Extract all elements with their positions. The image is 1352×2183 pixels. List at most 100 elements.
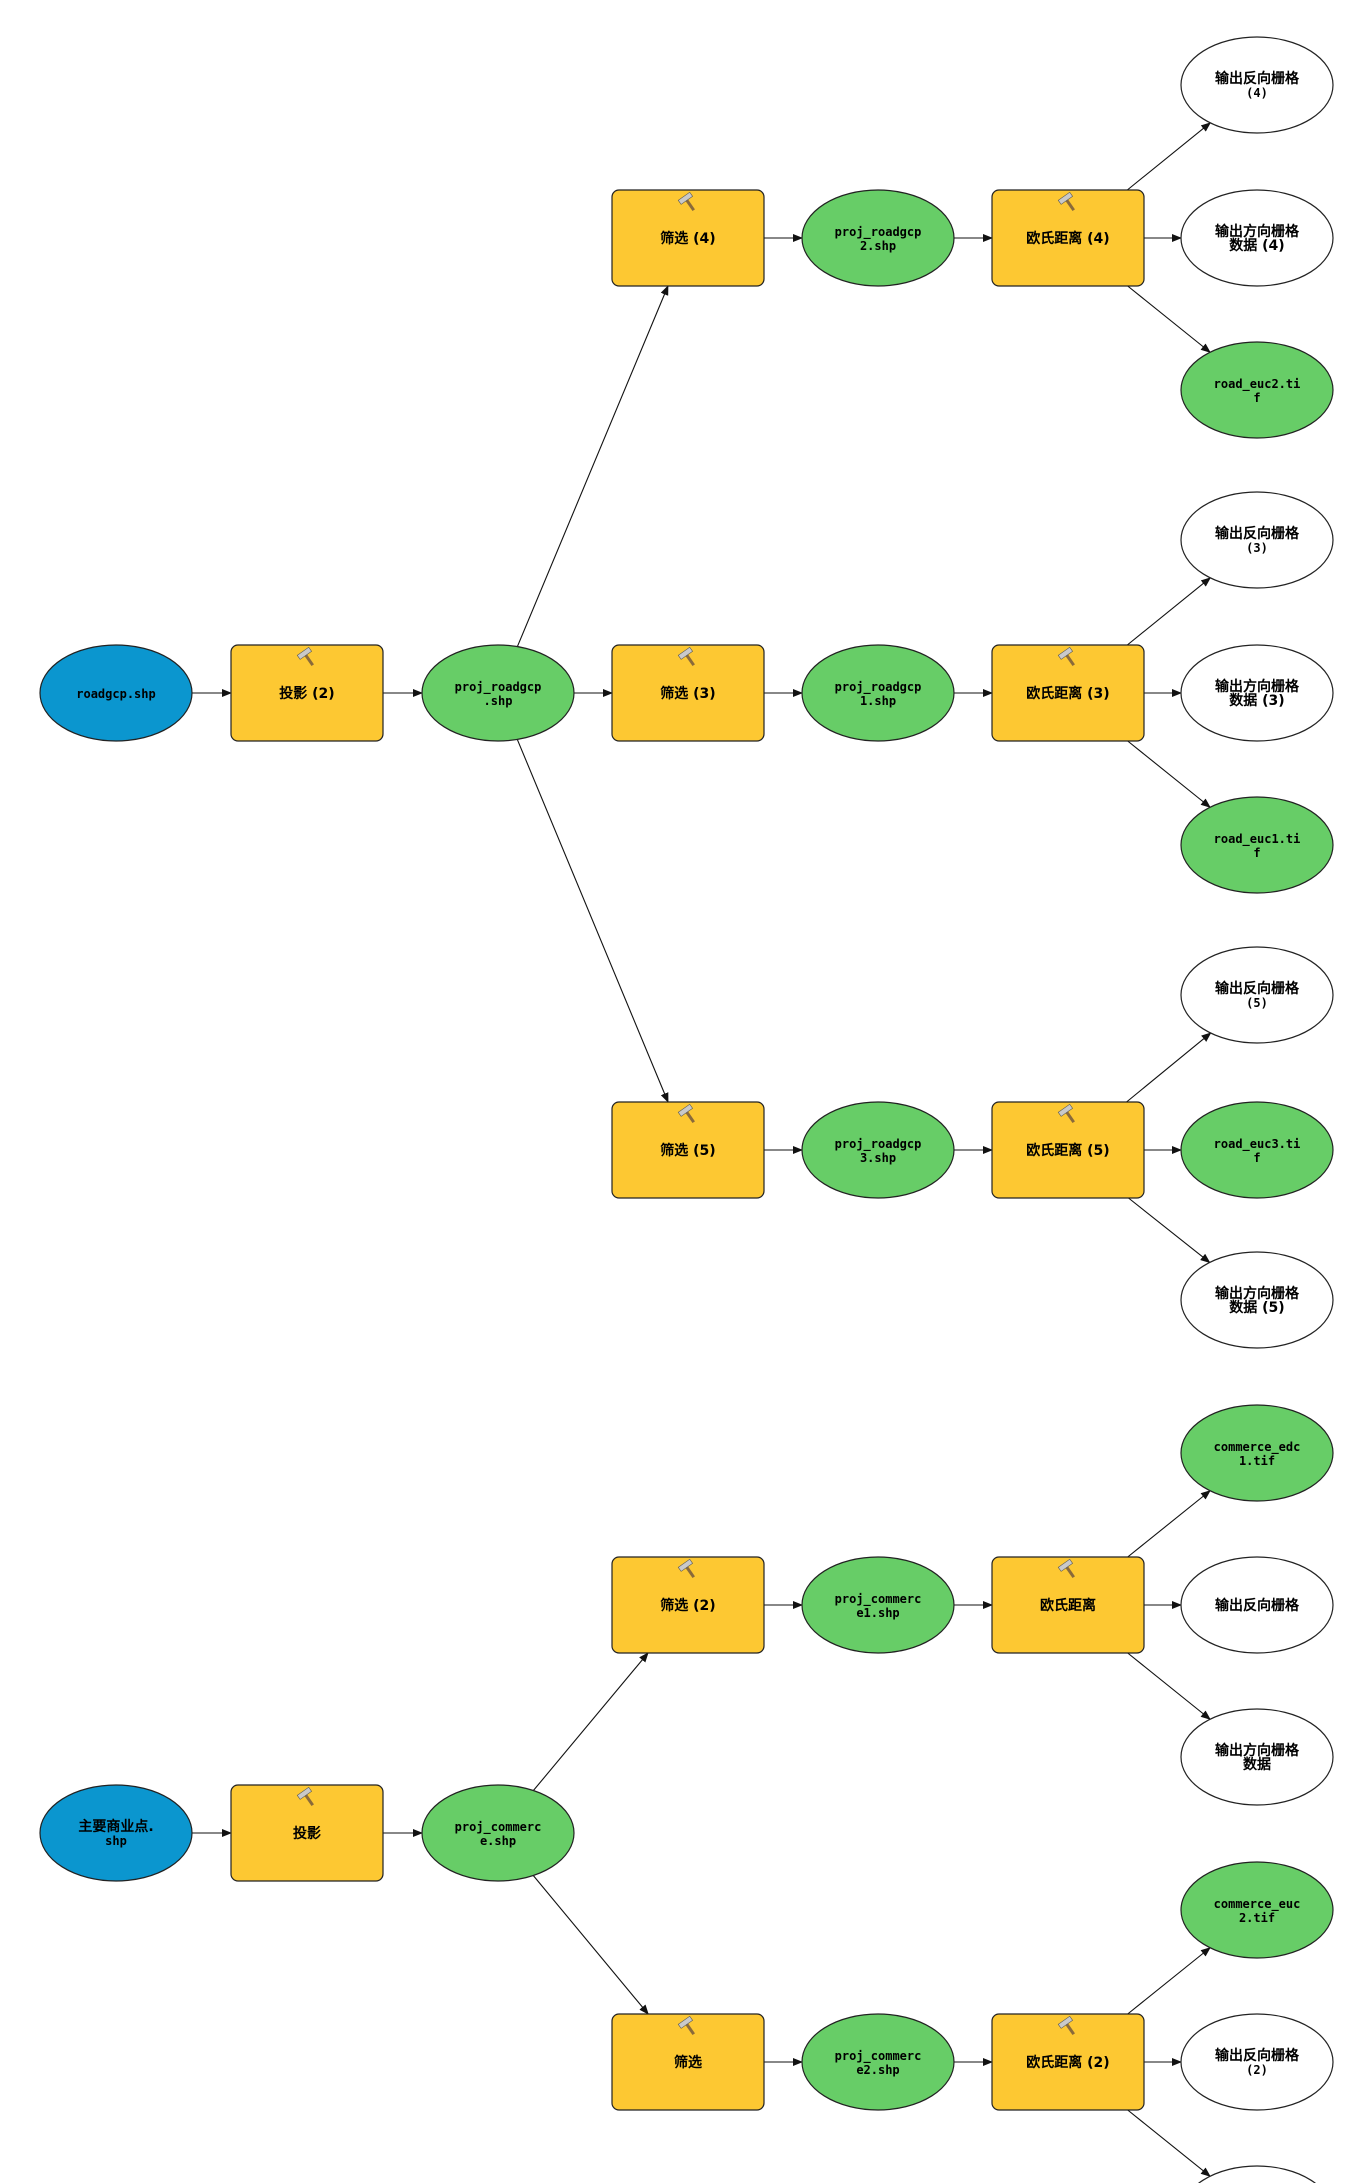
derived-ellipse (421, 1784, 575, 1882)
node-label: 投影 (2) (279, 686, 334, 702)
derived-node-road_euc1[interactable]: road_euc1.tif (1180, 796, 1334, 894)
node-label: commerce_euc (1214, 1897, 1301, 1912)
output_blank-node-back5[interactable]: 输出反向栅格(5) (1180, 946, 1334, 1044)
connections (192, 122, 1212, 2177)
node-label: 筛选 (5) (660, 1142, 715, 1159)
node-label: (3) (1246, 541, 1268, 555)
tool-box (991, 1101, 1145, 1199)
node-label: 欧氏距离 (5) (1026, 1142, 1109, 1159)
hammer-icon (677, 1558, 695, 1579)
node-label: f (1253, 391, 1260, 405)
node-label: 输出反向栅格 (1215, 2047, 1300, 2064)
node-label: 输出方向栅格 (1215, 678, 1300, 695)
node-label: 输出反向栅格 (1215, 70, 1300, 87)
node-label: 数据 (4) (1229, 237, 1284, 254)
node-label: 输出反向栅格 (1215, 1597, 1300, 1614)
input-ellipse (39, 644, 193, 742)
node-label: 1.shp (860, 694, 896, 708)
hammer-icon (677, 2015, 695, 2036)
derived-node-road_euc3[interactable]: road_euc3.tif (1180, 1101, 1334, 1199)
tool-box (991, 644, 1145, 742)
tool-node-euc2[interactable]: 欧氏距离 (2) (991, 2013, 1145, 2111)
output_blank-ellipse (1180, 1708, 1334, 1806)
node-label: proj_commerc (835, 1592, 922, 1607)
node-label: 筛选 (674, 2054, 702, 2071)
connector-euc2-to-dir2 (1127, 2109, 1211, 2177)
hammer-icon (677, 191, 695, 212)
tool-node-euc5[interactable]: 欧氏距离 (5) (991, 1101, 1145, 1199)
connector-euc3-to-back3 (1126, 577, 1212, 646)
output_blank-node-back4[interactable]: 输出反向栅格(4) (1180, 36, 1334, 134)
input-node-commerce[interactable]: 主要商业点.shp (39, 1784, 193, 1882)
tool-box (611, 644, 765, 742)
output_blank-ellipse (1180, 644, 1334, 742)
output_blank-ellipse (1180, 491, 1334, 589)
output_blank-ellipse (1198, 2165, 1316, 2183)
connector-euc5-to-dir5 (1128, 1197, 1211, 1264)
derived-node-proj_roadgcp[interactable]: proj_roadgcp.shp (421, 644, 575, 742)
output_blank-node-dir2[interactable] (1181, 2165, 1333, 2183)
input-node-roadgcp[interactable]: roadgcp.shp (39, 644, 193, 742)
derived-node-road_euc2[interactable]: road_euc2.tif (1180, 341, 1334, 439)
node-label: 欧氏距离 (3) (1026, 685, 1109, 702)
output_blank-ellipse (1180, 1556, 1334, 1654)
node-label: 欧氏距离 (4) (1026, 230, 1109, 247)
output_blank-ellipse (1180, 1251, 1334, 1349)
node-label: road_euc3.ti (1214, 1137, 1301, 1152)
tool-node-filter[interactable]: 筛选 (611, 2013, 765, 2111)
hammer-icon (1057, 191, 1075, 212)
node-label: 输出方向栅格 (1215, 1285, 1300, 1302)
hammer-icon (1057, 646, 1075, 667)
tool-box (230, 644, 384, 742)
derived-ellipse (1180, 796, 1334, 894)
tool-node-filter3[interactable]: 筛选 (3) (611, 644, 765, 742)
derived-ellipse (1180, 1861, 1334, 1959)
node-label: 投影 (293, 1826, 321, 1842)
output_blank-node-back3[interactable]: 输出反向栅格(3) (1180, 491, 1334, 589)
derived-node-proj_commerce[interactable]: proj_commerce.shp (421, 1784, 575, 1882)
hammer-icon (1057, 2015, 1075, 2036)
node-label: proj_commerc (835, 2049, 922, 2064)
connector-euc4-to-road_euc2 (1127, 285, 1211, 353)
tool-node-proj[interactable]: 投影 (230, 1784, 384, 1882)
tool-node-filter5[interactable]: 筛选 (5) (611, 1101, 765, 1199)
output_blank-node-back[interactable]: 输出反向栅格 (1180, 1556, 1334, 1654)
hammer-icon (1057, 1103, 1075, 1124)
node-label: (2) (1246, 2063, 1268, 2077)
node-label: (4) (1246, 86, 1268, 100)
node-label: proj_roadgcp (835, 1137, 922, 1152)
node-label: 筛选 (4) (660, 230, 715, 247)
tool-box (611, 1101, 765, 1199)
tool-node-proj2[interactable]: 投影 (2) (230, 644, 384, 742)
node-label: 数据 (3) (1229, 692, 1284, 709)
tool-node-filter4[interactable]: 筛选 (4) (611, 189, 765, 287)
output_blank-ellipse (1180, 946, 1334, 1044)
tool-node-filter2[interactable]: 筛选 (2) (611, 1556, 765, 1654)
node-label: 1.tif (1239, 1454, 1275, 1468)
derived-node-commerce_euc2[interactable]: commerce_euc2.tif (1180, 1861, 1334, 1959)
tool-node-euc4[interactable]: 欧氏距离 (4) (991, 189, 1145, 287)
connector-euc-to-dir (1127, 1652, 1211, 1720)
node-label: 筛选 (3) (660, 685, 715, 702)
node-label: 输出反向栅格 (1215, 980, 1300, 997)
node-label: proj_roadgcp (455, 680, 542, 695)
derived-ellipse (1180, 1101, 1334, 1199)
output_blank-node-back2[interactable]: 输出反向栅格(2) (1180, 2013, 1334, 2111)
tool-box (991, 2013, 1145, 2111)
tool-node-euc3[interactable]: 欧氏距离 (3) (991, 644, 1145, 742)
tool-node-euc[interactable]: 欧氏距离 (991, 1556, 1145, 1654)
connector-euc2-to-commerce_euc2 (1127, 1947, 1211, 2015)
node-label: road_euc2.ti (1214, 377, 1301, 392)
connector-proj_roadgcp-to-filter4 (516, 285, 669, 647)
derived-ellipse (1180, 1404, 1334, 1502)
